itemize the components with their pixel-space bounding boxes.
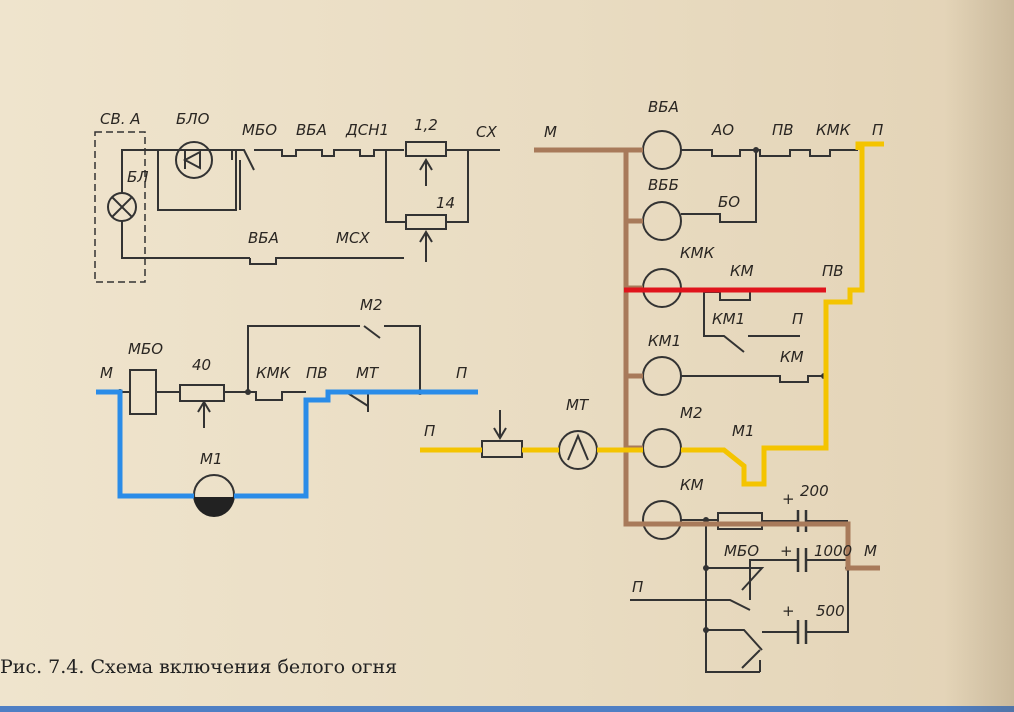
label-vba-right: ВБА [648,98,679,116]
label-km1-coil: КМ1 [648,332,681,350]
figure-caption: Рис. 7.4. Схема включения белого огня [0,656,398,678]
label-dsn1: ДСН1 [345,121,389,139]
brown-wire [534,147,880,571]
coil-km [642,500,682,540]
coil-vbb [642,201,682,241]
label-vbb: ВББ [648,176,679,194]
label-mbo-top: МБО [242,121,277,139]
label-vba-top: ВБА [296,121,327,139]
lamp-m1-fill [194,497,234,517]
label-c500: 500 [816,602,845,620]
highlight-wires [96,141,884,571]
label-c200: 200 [800,482,829,500]
label-kmk-r1: КМК [816,121,852,139]
resistor-mt [481,440,523,458]
label-m2-coil: М2 [680,404,703,422]
label-kmk-coil: КМК [680,244,716,262]
label-sx: СХ [476,123,497,141]
right-circuit [481,130,858,673]
label-r14: 14 [436,194,455,212]
label-pv-r1: ПВ [772,121,794,139]
label-plus-3: + [782,602,795,620]
coil-mbo [129,369,157,415]
label-c1000: 1000 [814,542,852,560]
scan-edge-bar [0,706,1014,712]
label-kmk-left: КМК [256,364,292,382]
label-r12: 1,2 [414,116,438,134]
coil-vba [642,130,682,170]
label-m2-left: М2 [360,296,383,314]
label-ao: АО [711,121,734,139]
label-pv-left: ПВ [306,364,328,382]
label-m-left: М [100,364,113,382]
label-bo: БО [718,193,740,211]
label-sv-a: СВ. А [100,110,141,128]
label-km-r4: КМ [780,348,804,366]
label-km-coil: КМ [680,476,704,494]
label-plus-1: + [782,490,795,508]
label-km1-contact: КМ1 [712,310,745,328]
label-vba-bottom: ВБА [248,229,279,247]
blue-wire [96,389,478,499]
label-m1-left: М1 [200,450,223,468]
label-m1-right: М1 [732,422,755,440]
labels: СВ. А БЛО БЛ МБО ВБА ДСН1 1,2 СХ 14 ВБА … [100,98,883,620]
label-m-out: М [864,542,877,560]
label-pv-r3: ПВ [822,262,844,280]
sv-a-box [94,131,146,283]
label-mbo-left: МБО [128,340,163,358]
label-p-bottom: П [632,578,643,596]
resistor-40 [179,384,225,402]
resistor-14 [405,214,447,230]
label-r40: 40 [192,356,211,374]
label-mt-left: МТ [356,364,380,382]
label-p-r3: П [792,310,803,328]
label-mbo-right: МБО [724,542,759,560]
resistor-1-2 [405,141,447,157]
label-km-r3: КМ [730,262,754,280]
label-p-mt: П [424,422,435,440]
label-m-right: М [544,123,557,141]
label-p-left: П [456,364,467,382]
label-p-r1: П [872,121,883,139]
diode-blo-icon [175,141,213,179]
top-left-circuit [94,131,500,283]
resistor-mbo [717,512,763,530]
coil-km1 [642,356,682,396]
yellow-wire [420,141,884,487]
label-plus-2: + [780,542,793,560]
coil-m2 [642,428,682,468]
label-msx: МСХ [336,229,370,247]
label-bl: БЛ [127,168,149,186]
label-mt-right: МТ [566,396,590,414]
label-blo: БЛО [176,110,210,128]
